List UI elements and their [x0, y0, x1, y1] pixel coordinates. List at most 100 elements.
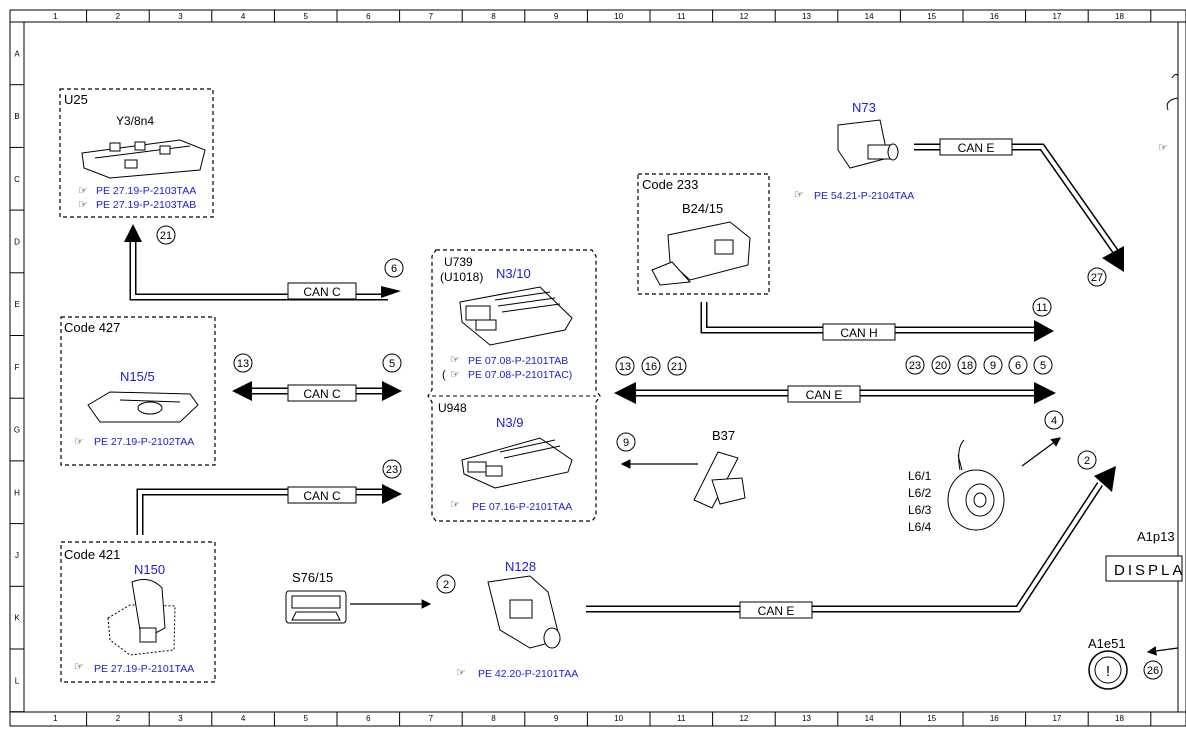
a1e51-part: A1e51	[1088, 636, 1126, 651]
grid-col-label: 6	[366, 12, 371, 21]
can-c-label-3: CAN C	[303, 489, 341, 503]
can-h-label: CAN H	[840, 326, 877, 340]
can-c-line-code427: CAN C 13 5	[232, 353, 402, 402]
svg-text:☞: ☞	[78, 199, 88, 211]
code427-title: Code 427	[64, 320, 120, 335]
grid-col-label: 18	[1115, 714, 1124, 723]
code421-box: Code 421 N150 ☞ PE 27.19-P-2101TAA	[60, 541, 216, 683]
grid-col-label: 15	[927, 12, 936, 21]
a1p13-group: A1p13 DISPLA	[1105, 529, 1185, 582]
svg-text:☞: ☞	[450, 369, 460, 381]
bubble-27: 27	[1091, 272, 1103, 284]
accelerator-pedal-icon	[693, 451, 746, 509]
u739-title: U739	[444, 255, 473, 269]
grid-row-label: L	[15, 676, 20, 685]
u948-ref: PE 07.16-P-2101TAA	[472, 501, 572, 513]
svg-text:9: 9	[990, 360, 996, 372]
svg-text:☞: ☞	[450, 354, 460, 366]
grid-col-label: 16	[990, 12, 999, 21]
b37-part: B37	[712, 428, 735, 443]
warning-lamp-icon: !	[1088, 650, 1128, 690]
u25-ref1: PE 27.19-P-2103TAA	[96, 185, 196, 197]
grid-col-label: 15	[927, 714, 936, 723]
svg-text:☞: ☞	[74, 436, 84, 448]
u739-part: N3/10	[496, 266, 531, 281]
drawing-frame	[9, 9, 1186, 727]
n128-part: N128	[505, 559, 536, 574]
arrow-up-icon	[124, 224, 142, 242]
s76-part: S76/15	[292, 570, 333, 585]
bubble-26: 26	[1147, 665, 1159, 677]
svg-text:☞: ☞	[74, 661, 84, 673]
grid-col-label: 12	[739, 12, 748, 21]
bubble-13-left: 13	[237, 358, 249, 370]
arrow-right-icon	[1034, 320, 1054, 342]
code421-title: Code 421	[64, 547, 120, 562]
u739-ref1: PE 07.08-P-2101TAB	[468, 355, 568, 367]
u25-ref2: PE 27.19-P-2103TAB	[96, 199, 196, 211]
bubble-11: 11	[1036, 302, 1047, 314]
svg-text:☞: ☞	[456, 667, 466, 679]
bubble-2-right: 2	[1084, 455, 1090, 467]
grid-col-label: 11	[677, 12, 686, 21]
code427-ref: PE 27.19-P-2102TAA	[94, 436, 194, 448]
n128-ref: PE 42.20-P-2101TAA	[478, 668, 578, 680]
can-c-line-u25: CAN C 21 6	[124, 224, 404, 301]
bubbles-right-can-e: 23 20 18 9 6 5	[905, 355, 1053, 375]
grid-col-label: 4	[241, 714, 246, 723]
grid-col-label: 5	[303, 714, 308, 723]
grid-col-label: 8	[491, 12, 496, 21]
grid-col-label: 3	[178, 714, 183, 723]
bubble-5-left: 5	[389, 358, 395, 370]
grid-row-label: H	[14, 488, 20, 497]
grid-col-label: 14	[865, 714, 874, 723]
grid-col-label: 17	[1052, 12, 1061, 21]
n73-part: N73	[852, 100, 876, 115]
grid-row-label: G	[14, 426, 20, 435]
sensor-b24-icon	[651, 221, 751, 286]
grid-col-label: 13	[802, 714, 811, 723]
a1e51-group: A1e51 ! 26	[1088, 636, 1179, 690]
s76-group: S76/15 2	[285, 570, 456, 624]
switch-icon	[285, 590, 347, 624]
grid-col-label: 1	[53, 12, 58, 21]
can-c-label-2: CAN C	[303, 387, 341, 401]
svg-text:L6/4: L6/4	[908, 520, 932, 534]
svg-text:☞: ☞	[794, 189, 804, 201]
bubble-4: 4	[1051, 415, 1057, 427]
n73-group: N73 ☞ PE 54.21-P-2104TAA CAN E 27	[794, 100, 1124, 287]
grid-col-label: 2	[116, 12, 121, 21]
code427-box: Code 427 N15/5 ☞ PE 27.19-P-2102TAA	[60, 316, 216, 466]
grid-row-label: K	[14, 614, 20, 623]
svg-text:21: 21	[671, 361, 683, 373]
svg-text:☞: ☞	[450, 499, 460, 511]
wheel-speed-group: L6/1 L6/2 L6/3 L6/4 4	[908, 410, 1064, 534]
svg-text:☞: ☞	[78, 185, 88, 197]
display-text: DISPLA	[1114, 562, 1185, 579]
svg-text:L6/2: L6/2	[908, 486, 932, 500]
grid-col-label: 16	[990, 714, 999, 723]
grid-col-label: 17	[1052, 714, 1061, 723]
grid-row-label: F	[15, 363, 20, 372]
code233-part: B24/15	[682, 201, 723, 216]
arrow-right-icon	[382, 381, 402, 401]
svg-text:!: !	[1106, 663, 1110, 680]
can-e-label-n73: CAN E	[958, 141, 995, 155]
ecu-n3-9-icon	[461, 437, 573, 489]
grid-col-label: 9	[554, 12, 559, 21]
svg-text:13: 13	[619, 361, 631, 373]
bubble-23-left: 23	[386, 464, 398, 476]
u948-title: U948	[438, 401, 467, 415]
grid-col-label: 9	[554, 714, 559, 723]
svg-text:L6/3: L6/3	[908, 503, 932, 517]
edge-partial-icon: ☞	[1158, 73, 1179, 154]
ecu-n3-10-icon	[459, 286, 573, 346]
code421-ref: PE 27.19-P-2101TAA	[94, 663, 194, 675]
can-h-line: CAN H 11	[700, 297, 1054, 342]
brake-disc-icon	[947, 439, 1005, 531]
bubbles-left-can-e: 13 16 21	[615, 356, 687, 376]
grid-row-label: B	[14, 112, 19, 121]
